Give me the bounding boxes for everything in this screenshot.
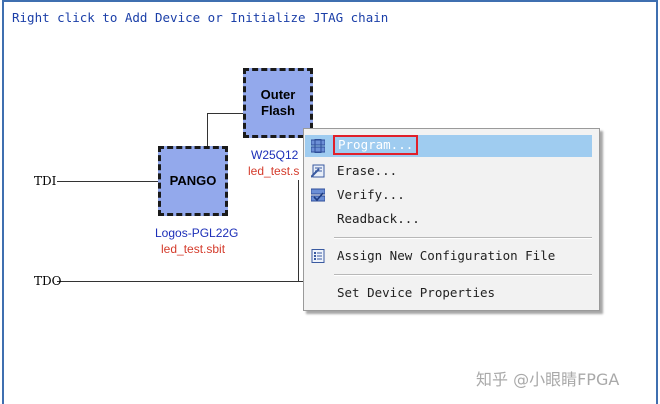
canvas-hint-text: Right click to Add Device or Initialize … [12, 10, 389, 25]
tdi-wire [57, 181, 158, 182]
menu-item-set-device-properties[interactable]: Set Device Properties [305, 282, 592, 304]
device-context-menu: Program... Erase... Verify... Readback..… [303, 128, 600, 311]
flash-name-line2: Flash [261, 103, 295, 118]
tdo-label: TDO [34, 274, 62, 288]
canvas-border-right [656, 0, 658, 404]
fpga-part-label: Logos-PGL22G [155, 226, 239, 240]
fpga-to-flash-wire-h [207, 113, 243, 114]
fpga-file-label: led_test.sbit [161, 242, 226, 256]
fpga-device-name: PANGO [169, 173, 217, 188]
flash-name-line1: Outer [260, 87, 296, 102]
canvas-border-top [2, 0, 658, 2]
menu-separator-2 [334, 274, 592, 276]
flash-device-name: Outer Flash [261, 87, 296, 119]
menu-item-verify-label: Verify... [337, 187, 405, 202]
canvas-border-left [2, 0, 4, 404]
flash-device-outer[interactable]: Outer Flash [243, 68, 313, 138]
flash-file-label: led_test.s [248, 164, 300, 178]
menu-item-erase-label: Erase... [337, 163, 398, 178]
erase-icon [311, 164, 325, 178]
menu-item-assign-config-file-label: Assign New Configuration File [337, 248, 556, 263]
program-icon [311, 139, 325, 153]
menu-item-readback[interactable]: Readback... [305, 208, 592, 230]
fpga-to-flash-wire-v [207, 113, 208, 147]
menu-item-set-device-properties-label: Set Device Properties [337, 285, 496, 300]
menu-item-program-label: Program... [333, 135, 419, 155]
verify-icon [311, 188, 325, 202]
menu-item-assign-config-file[interactable]: Assign New Configuration File [305, 245, 592, 267]
fpga-device-pango[interactable]: PANGO [158, 146, 228, 216]
menu-item-readback-label: Readback... [337, 211, 420, 226]
flash-return-wire [298, 180, 299, 281]
menu-item-program[interactable]: Program... [305, 135, 592, 157]
watermark: 知乎 @小眼睛FPGA [476, 370, 620, 389]
tdo-wire [57, 281, 303, 282]
menu-separator-1 [334, 237, 592, 239]
assign-file-icon [311, 249, 325, 263]
menu-item-verify[interactable]: Verify... [305, 184, 592, 206]
flash-part-label: W25Q12 [251, 148, 299, 162]
menu-item-erase[interactable]: Erase... [305, 160, 592, 182]
tdi-label: TDI [34, 174, 57, 188]
